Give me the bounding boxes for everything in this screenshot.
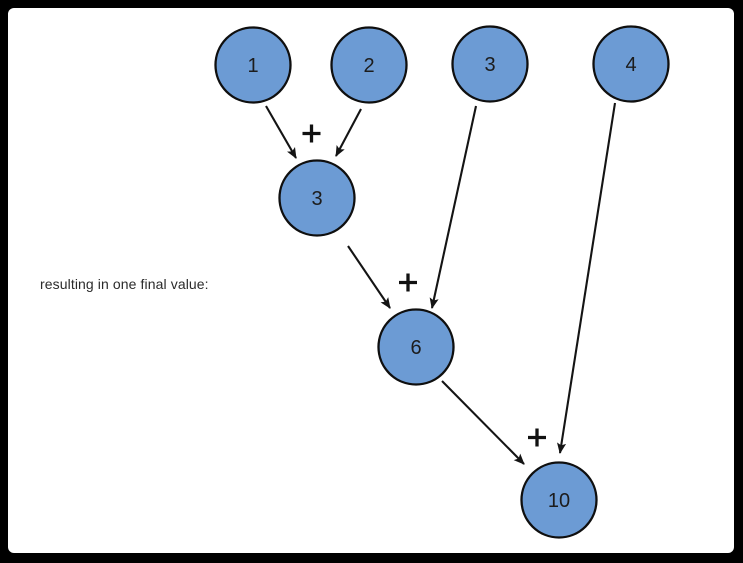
node-label-input-3: 3 [484, 54, 495, 76]
node-circle-sum-3 [278, 159, 356, 237]
edge-input-1-to-sum-3 [265, 105, 297, 159]
node-sum-6: 6 [377, 308, 455, 386]
node-input-4: 4 [592, 25, 670, 103]
caption-text: resulting in one final value: [40, 276, 209, 292]
plus-operator-2 [399, 273, 417, 292]
edge-sum-6-to-sum-10 [441, 380, 525, 465]
node-input-1: 1 [214, 26, 292, 104]
node-input-3: 3 [451, 25, 529, 103]
plus-operator-3 [528, 428, 546, 447]
edge-input-3-to-sum-6 [429, 105, 478, 309]
node-circle-input-1 [214, 26, 292, 104]
node-input-2: 2 [330, 26, 408, 104]
edge-input-4-to-sum-10 [557, 102, 617, 454]
node-circle-sum-6 [377, 308, 455, 386]
node-circle-sum-10 [520, 461, 598, 539]
node-sum-10: 10 [520, 461, 598, 539]
node-label-sum-10: 10 [548, 490, 570, 512]
node-sum-3: 3 [278, 159, 356, 237]
node-circle-input-4 [592, 25, 670, 103]
edge-input-2-to-sum-3 [335, 108, 362, 157]
node-label-sum-6: 6 [410, 337, 421, 359]
node-label-input-1: 1 [247, 55, 258, 77]
node-label-sum-3: 3 [311, 188, 322, 210]
plus-operator-1 [302, 124, 321, 143]
node-circle-input-3 [451, 25, 529, 103]
node-label-input-2: 2 [363, 55, 374, 77]
node-label-input-4: 4 [625, 54, 636, 76]
edge-sum-3-to-sum-6 [347, 245, 391, 309]
node-circle-input-2 [330, 26, 408, 104]
